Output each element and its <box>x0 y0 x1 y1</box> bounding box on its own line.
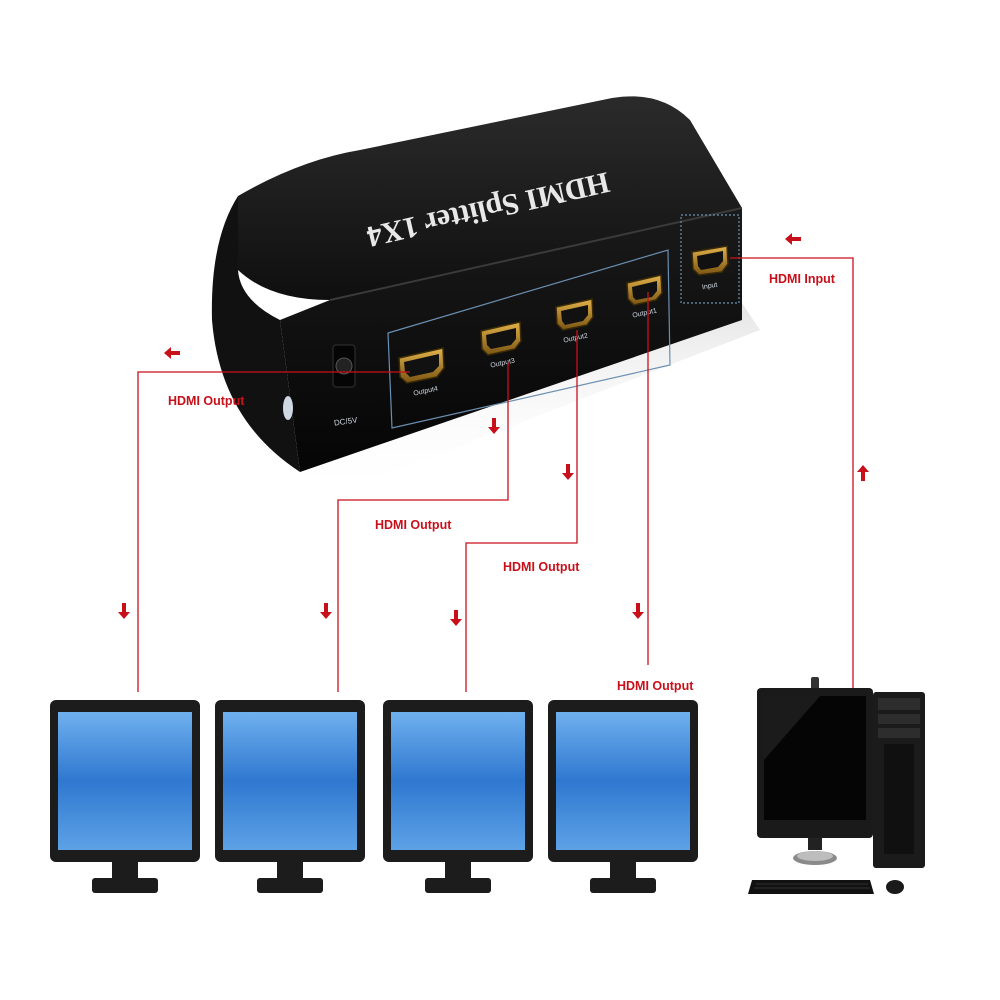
desktop-computer <box>748 677 925 894</box>
cable-output2 <box>465 330 578 692</box>
monitor-3 <box>383 700 533 893</box>
device-ridge <box>329 207 743 301</box>
arrow-down-icon <box>320 603 332 619</box>
cables <box>137 257 854 692</box>
power-label: DC/5V <box>333 415 358 427</box>
hdmi-splitter-device <box>211 96 760 500</box>
hdmi-port-input <box>691 245 729 276</box>
arrow-left-icon <box>164 347 180 359</box>
label-output-1: HDMI Output <box>168 394 245 408</box>
hdmi-port-output1 <box>626 274 663 306</box>
monitor-4 <box>548 700 698 893</box>
arrow-down-icon <box>488 418 500 434</box>
label-output-4: HDMI Output <box>617 679 694 693</box>
monitor-2 <box>215 700 365 893</box>
label-input: HDMI Input <box>769 272 835 286</box>
device-left-end <box>211 196 300 472</box>
cable-input <box>730 257 854 688</box>
label-output-3: HDMI Output <box>503 560 580 574</box>
arrow-down-icon <box>632 603 644 619</box>
port-label-input: Input <box>701 282 718 292</box>
cable-output4 <box>137 371 410 692</box>
monitor-1 <box>50 700 200 893</box>
cable-output3 <box>337 362 509 692</box>
arrow-down-icon <box>562 464 574 480</box>
hdmi-port-output3 <box>480 321 522 356</box>
arrow-down-icon <box>118 603 130 619</box>
input-panel-outline <box>680 214 740 304</box>
output-panel-outline <box>387 249 671 429</box>
label-output-2: HDMI Output <box>375 518 452 532</box>
arrow-down-icon <box>450 610 462 626</box>
power-jack-hole <box>335 357 353 375</box>
arrow-up-icon <box>857 465 869 481</box>
hdmi-port-output2 <box>555 298 594 331</box>
hdmi-port-output4 <box>398 347 445 384</box>
arrow-left-icon <box>785 233 801 245</box>
device-top-face <box>238 96 742 300</box>
status-led <box>283 396 293 420</box>
